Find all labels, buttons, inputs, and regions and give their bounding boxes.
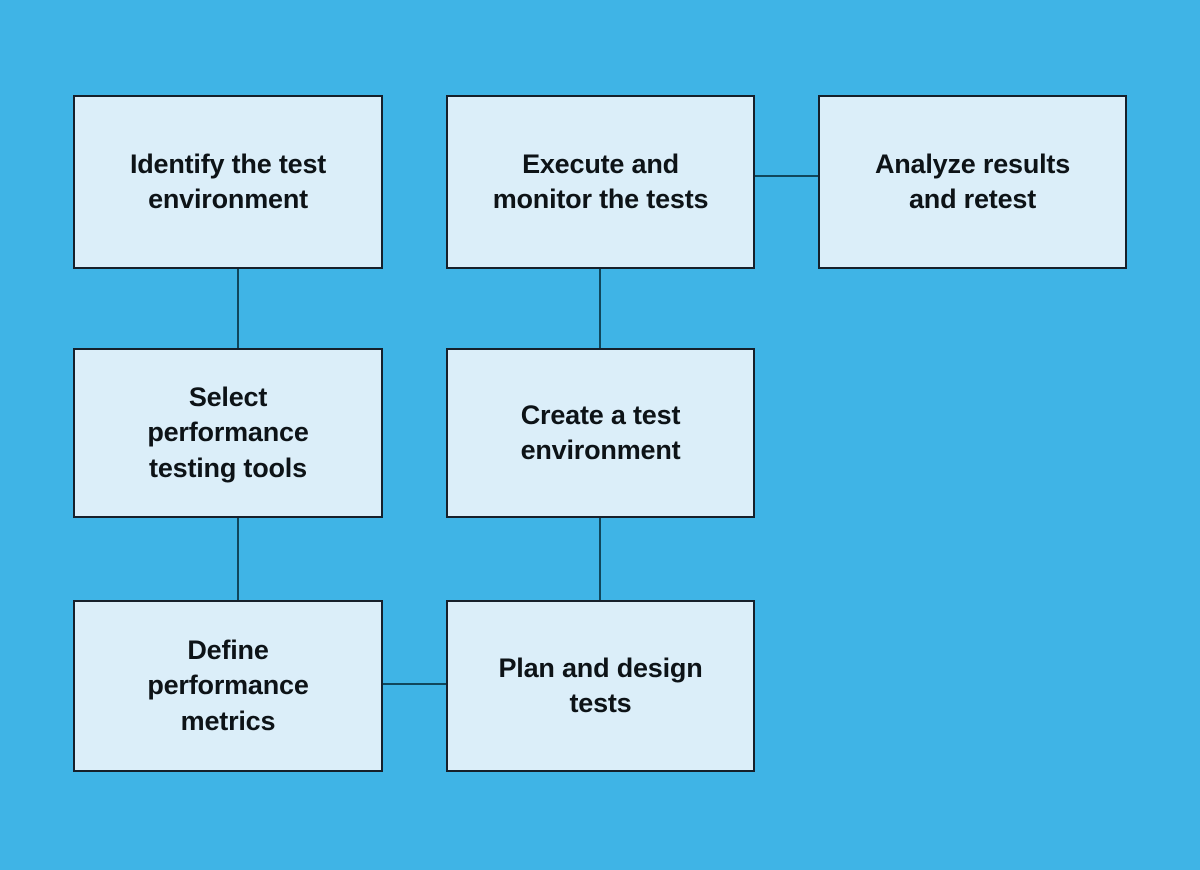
node-label-identify-the-test-environment: Identify the test environment <box>129 148 327 214</box>
node-label-plan-and-design-tests: Plan and design tests <box>498 652 703 718</box>
node-plan-and-design-tests[interactable]: Plan and design tests <box>446 600 755 772</box>
connector-identify-to-select <box>237 267 239 350</box>
node-identify-the-test-environment[interactable]: Identify the test environment <box>73 95 383 269</box>
node-label-execute-and-monitor-the-tests: Execute and monitor the tests <box>492 148 709 214</box>
node-label-select-performance-testing-tools: Select performance testing tools <box>147 382 309 483</box>
connector-create-to-execute <box>599 267 601 350</box>
node-label-analyze-results-and-retest: Analyze results and retest <box>874 148 1071 214</box>
node-execute-and-monitor-the-tests[interactable]: Execute and monitor the tests <box>446 95 755 269</box>
node-create-a-test-environment[interactable]: Create a test environment <box>446 348 755 518</box>
node-label-define-performance-metrics: Define performance metrics <box>147 635 309 736</box>
node-select-performance-testing-tools[interactable]: Select performance testing tools <box>73 348 383 518</box>
node-define-performance-metrics[interactable]: Define performance metrics <box>73 600 383 772</box>
connector-define-to-plan <box>381 683 448 685</box>
connector-select-to-define <box>237 516 239 602</box>
connector-plan-to-create <box>599 516 601 602</box>
node-analyze-results-and-retest[interactable]: Analyze results and retest <box>818 95 1127 269</box>
connector-execute-to-analyze <box>753 175 820 177</box>
node-label-create-a-test-environment: Create a test environment <box>520 399 681 465</box>
